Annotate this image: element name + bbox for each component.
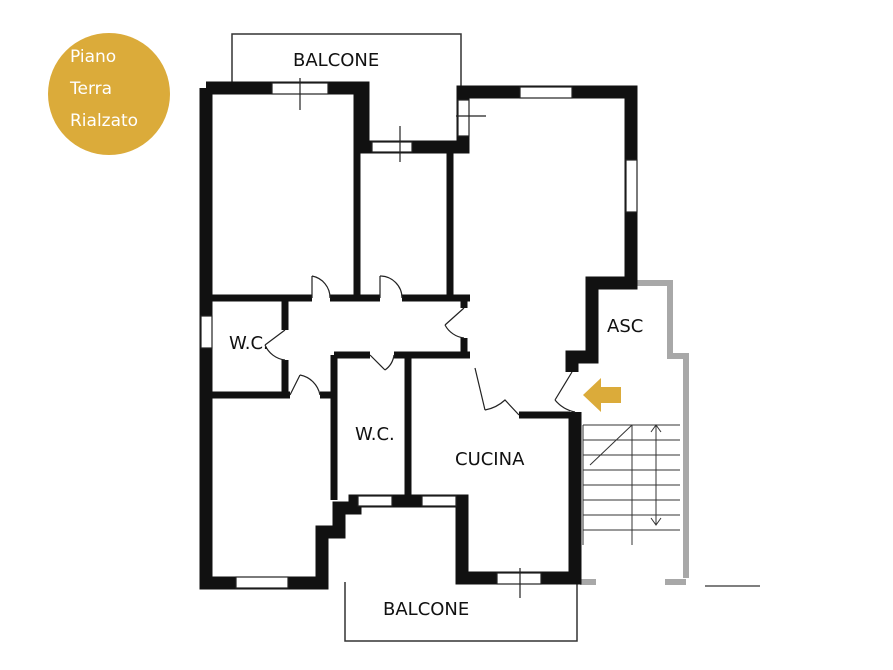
door bbox=[554, 371, 576, 413]
floor-badge-text: Piano Terra Rialzato bbox=[70, 41, 138, 137]
floor-badge-line-1: Piano bbox=[70, 47, 117, 67]
stair-enclosure bbox=[580, 280, 689, 585]
entrance-arrow-icon bbox=[583, 378, 621, 412]
balcony-top bbox=[231, 33, 462, 88]
interior-walls bbox=[212, 94, 570, 500]
floor-badge: Piano Terra Rialzato bbox=[48, 33, 170, 155]
room-label-asc: ASC bbox=[607, 316, 643, 337]
door bbox=[264, 329, 286, 361]
room-label-cucina: CUCINA bbox=[455, 449, 525, 470]
door bbox=[369, 354, 395, 371]
door-swings bbox=[264, 275, 576, 416]
room-label-balcone-top: BALCONE bbox=[293, 50, 379, 71]
door bbox=[311, 275, 331, 299]
room-label-wc-center: W.C. bbox=[355, 424, 395, 445]
window bbox=[235, 576, 289, 589]
window bbox=[457, 99, 470, 137]
room-label-wc-left: W.C. bbox=[229, 333, 269, 354]
door bbox=[474, 367, 520, 416]
window bbox=[200, 315, 213, 349]
window bbox=[421, 495, 457, 507]
windows bbox=[200, 78, 638, 598]
door bbox=[379, 275, 403, 299]
door bbox=[444, 307, 465, 339]
room-label-balcone-bottom: BALCONE bbox=[383, 599, 469, 620]
floor-badge-line-2: Terra bbox=[70, 79, 113, 99]
door bbox=[289, 374, 321, 396]
window bbox=[357, 495, 393, 507]
balcony-bottom bbox=[344, 582, 578, 642]
window bbox=[519, 86, 573, 99]
staircase-icon bbox=[582, 424, 680, 545]
outer-walls bbox=[199, 81, 638, 590]
floor-badge-line-3: Rialzato bbox=[70, 111, 139, 131]
window bbox=[496, 572, 542, 585]
window bbox=[371, 141, 413, 153]
window bbox=[625, 159, 638, 213]
